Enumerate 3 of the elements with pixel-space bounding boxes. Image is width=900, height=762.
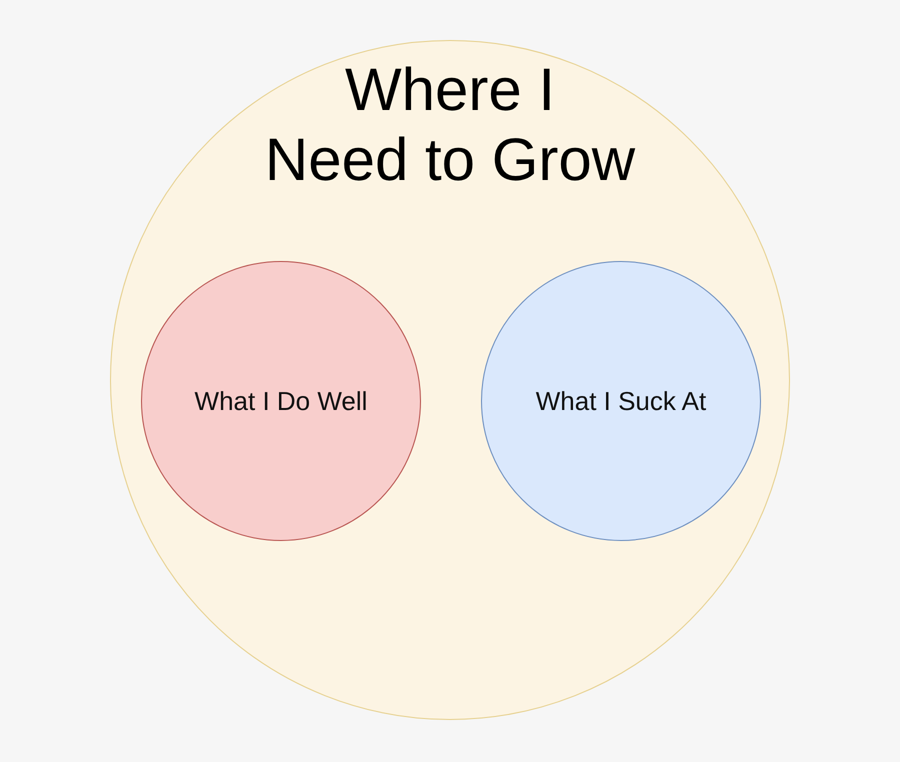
title-text: Where I Need to Grow	[264, 56, 636, 193]
circle-label: What I Do Well	[194, 386, 368, 416]
circle-label: What I Suck At	[536, 386, 706, 416]
